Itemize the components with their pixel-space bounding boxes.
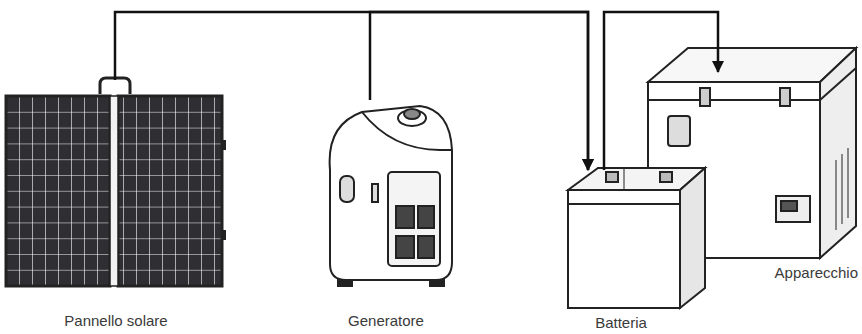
- fuel-cap-top: [404, 109, 420, 119]
- fuel-cap: [398, 110, 426, 126]
- device-node: Pannello solare: [0, 80, 232, 332]
- panel-latch: [222, 230, 226, 240]
- power-connector: [604, 12, 718, 170]
- device-node: Batteria: [566, 170, 676, 334]
- device-label: Generatore: [318, 312, 454, 330]
- side-vent: [842, 154, 843, 224]
- outlet: [418, 236, 434, 258]
- device-label: Batteria: [566, 314, 676, 332]
- panel-latch: [222, 140, 226, 150]
- power-connector: [115, 12, 588, 170]
- battery-seam: [568, 203, 680, 205]
- battery-terminal: [660, 172, 672, 182]
- appliance-handle: [668, 116, 690, 146]
- device-node: Apparecchio: [650, 72, 858, 284]
- battery-divider: [624, 168, 625, 190]
- outlet: [396, 206, 414, 228]
- lid-seam: [648, 99, 820, 101]
- lid-latch: [780, 88, 790, 106]
- device-label: Apparecchio: [650, 264, 858, 282]
- panel-handle: [100, 78, 130, 94]
- outlet: [396, 236, 414, 258]
- battery-front: [568, 190, 680, 308]
- generator-foot: [338, 280, 352, 286]
- power-connector: [370, 12, 588, 170]
- battery-side: [680, 168, 705, 308]
- side-vent: [848, 148, 849, 218]
- generator-foot: [430, 280, 444, 286]
- generator-handle: [340, 176, 354, 202]
- outlet: [418, 206, 434, 228]
- control-display: [776, 196, 810, 222]
- control-panel: [388, 172, 440, 266]
- device-label: Pannello solare: [0, 312, 232, 330]
- generator-switch: [372, 184, 378, 202]
- display-screen: [781, 201, 797, 211]
- side-vent: [836, 160, 837, 230]
- lid-seam: [820, 68, 856, 100]
- battery-terminal: [606, 172, 618, 182]
- solar-panel-illustration: [6, 78, 226, 286]
- solar-panel-left: [6, 96, 110, 286]
- lid-latch: [700, 88, 710, 106]
- appliance-side: [820, 48, 856, 258]
- panel-hinge: [110, 96, 118, 286]
- battery-illustration: [568, 168, 705, 308]
- generator-illustration: [330, 106, 452, 286]
- solar-panel-right: [118, 96, 222, 286]
- device-node: Generatore: [318, 100, 454, 332]
- generator-body: [330, 106, 452, 280]
